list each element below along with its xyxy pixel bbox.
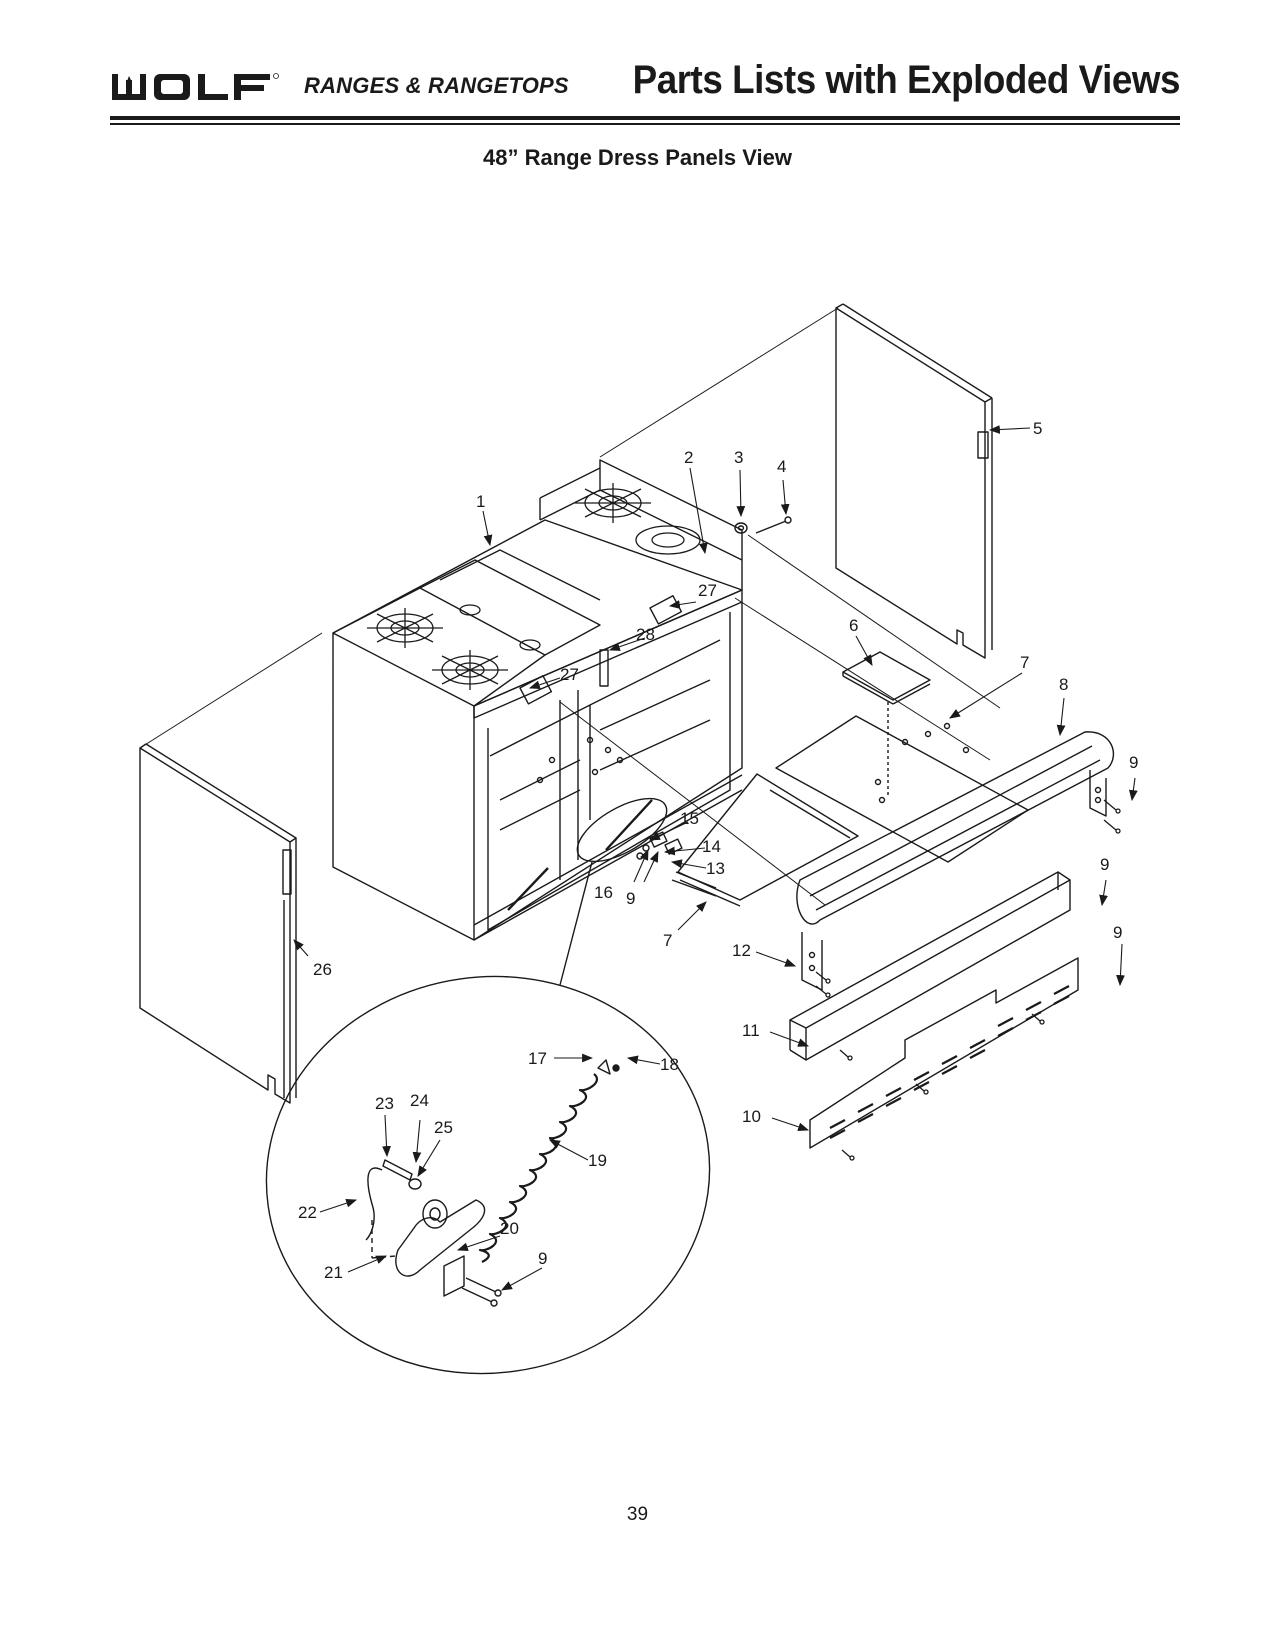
vent-panel [809, 957, 1079, 1149]
callout-28: 28 [636, 625, 655, 644]
header-rule [110, 116, 1180, 120]
callout-11: 11 [742, 1021, 760, 1040]
callout-7-lower: 7 [663, 931, 672, 950]
callout-9-d: 9 [626, 889, 635, 908]
wolf-logo [112, 73, 279, 100]
callout-19: 19 [588, 1151, 607, 1170]
callout-21: 21 [324, 1263, 343, 1282]
callout-27-upper: 27 [698, 581, 717, 600]
left-side-panel [139, 743, 297, 1104]
callout-18: 18 [660, 1055, 679, 1074]
callout-9-b: 9 [1100, 855, 1109, 874]
callout-22: 22 [298, 1203, 317, 1222]
callout-5: 5 [1033, 419, 1042, 438]
callout-13: 13 [706, 859, 725, 878]
detail-marker [576, 797, 668, 863]
fasteners-top [734, 516, 792, 534]
callout-8: 8 [1059, 675, 1068, 694]
page-number: 39 [626, 1504, 649, 1525]
toe-kick [789, 871, 1071, 1061]
page-header: RANGES & RANGETOPS Parts Lists with Expl… [110, 56, 1180, 116]
callout-10: 10 [742, 1107, 761, 1126]
callout-20: 20 [500, 1219, 519, 1238]
callout-12: 12 [732, 941, 751, 960]
callout-27-lower: 27 [560, 665, 579, 684]
handle-rail [796, 731, 1115, 991]
callout-16: 16 [594, 883, 613, 902]
section-title: 48” Range Dress Panels View [483, 145, 792, 170]
spring-coil [478, 1073, 598, 1263]
callout-17: 17 [528, 1049, 547, 1068]
burner-grates [367, 483, 701, 690]
callout-15: 15 [680, 809, 699, 828]
callout-1: 1 [476, 492, 485, 511]
detail-oval [265, 975, 711, 1375]
callout-9-a: 9 [1129, 753, 1138, 772]
door-springs [507, 799, 653, 911]
callout-26: 26 [313, 960, 332, 979]
header-rule-thin [110, 123, 1180, 125]
callout-9-c: 9 [1113, 923, 1122, 942]
brand-tagline: RANGES & RANGETOPS [304, 73, 569, 98]
callout-4: 4 [777, 457, 786, 476]
range-body [332, 459, 743, 941]
callout-2: 2 [684, 448, 693, 467]
page-title: Parts Lists with Exploded Views [632, 58, 1181, 102]
callout-7-upper: 7 [1020, 653, 1029, 672]
hinge-detail [365, 1059, 620, 1307]
callout-labels: 1 2 3 4 5 6 7 7 8 9 9 9 9 9 10 11 12 13 … [298, 419, 1138, 1282]
callout-leaders [293, 425, 1138, 1291]
right-side-panel [835, 303, 993, 659]
assembly-guide-lines [139, 307, 1001, 906]
callout-23: 23 [375, 1094, 394, 1113]
detail-leader [559, 861, 593, 986]
callout-9-e: 9 [538, 1249, 547, 1268]
callout-24: 24 [410, 1091, 429, 1110]
screw-set [815, 799, 1121, 1161]
callout-6: 6 [849, 616, 858, 635]
callout-14: 14 [702, 837, 721, 856]
callout-25: 25 [434, 1118, 453, 1137]
callout-3: 3 [734, 448, 743, 467]
